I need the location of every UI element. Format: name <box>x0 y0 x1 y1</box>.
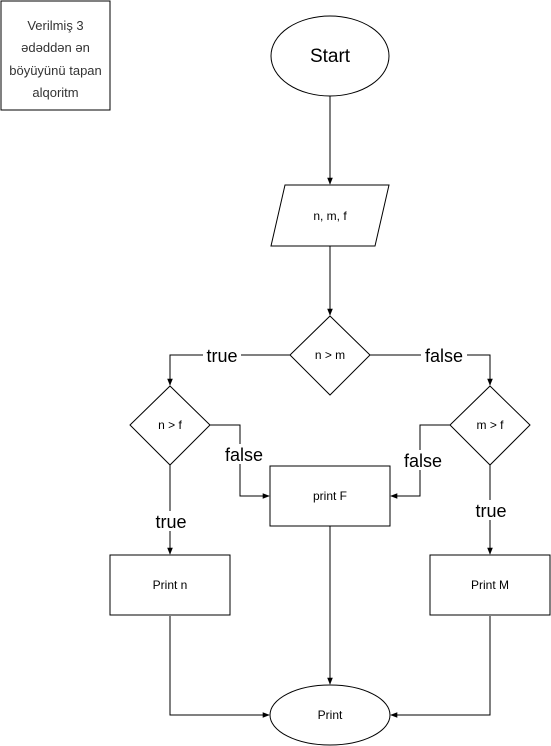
end-node: Print <box>269 684 391 746</box>
decision-n-gt-m: n > m <box>289 315 371 396</box>
edge-label-mf-false: false <box>400 450 446 471</box>
edge-print-m-to-end <box>390 616 491 718</box>
svg-text:false: false <box>225 445 263 465</box>
edge-print-n-to-end <box>169 616 270 718</box>
decision-m-gt-f-label: m > f <box>476 418 504 432</box>
decision-m-gt-f: m > f <box>449 385 531 466</box>
print-m-node-label: Print M <box>471 578 509 592</box>
title-note-line-1: Verilmiş 3 <box>27 18 83 33</box>
svg-text:false: false <box>404 451 442 471</box>
input-node: n, m, f <box>270 184 390 247</box>
edge-nm-true <box>167 354 290 386</box>
print-n-node: Print n <box>109 554 231 616</box>
edge-label-nf-false: false <box>221 444 267 465</box>
title-note-box <box>0 0 111 111</box>
decision-n-gt-f-label: n > f <box>158 418 182 432</box>
start-node: Start <box>270 15 390 97</box>
edge-label-mf-true: true <box>472 500 510 521</box>
decision-n-gt-f: n > f <box>129 385 211 466</box>
title-note: Verilmiş 3 ədəddən ən böyüyünü tapan alq… <box>0 0 111 111</box>
svg-text:true: true <box>155 512 186 532</box>
title-note-line-4: alqoritm <box>32 85 78 100</box>
svg-text:true: true <box>206 346 237 366</box>
title-note-line-3: böyüyünü tapan <box>9 63 102 78</box>
print-m-node: Print M <box>429 554 551 616</box>
print-f-node: print F <box>269 465 391 527</box>
print-f-node-label: print F <box>313 489 347 503</box>
edge-nm-false <box>370 354 493 386</box>
svg-text:true: true <box>475 501 506 521</box>
print-n-node-label: Print n <box>153 578 188 592</box>
decision-n-gt-m-label: n > m <box>315 348 345 362</box>
edge-label-nm-false: false <box>421 345 467 366</box>
edge-label-nm-true: true <box>203 345 241 366</box>
input-node-label: n, m, f <box>313 209 347 223</box>
edge-label-nf-true: true <box>152 511 190 532</box>
start-node-label: Start <box>310 46 351 67</box>
title-note-line-2: ədəddən ən <box>21 40 90 55</box>
end-node-label: Print <box>318 708 343 722</box>
svg-text:false: false <box>425 346 463 366</box>
